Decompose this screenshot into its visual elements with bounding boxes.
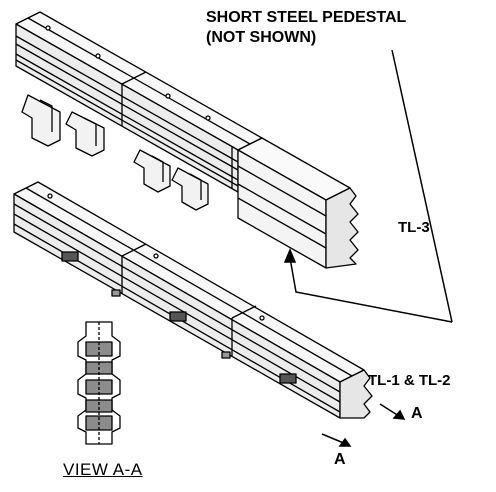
- upper-barrier-assembly: [15, 11, 359, 269]
- lower-barrier-assembly: [13, 181, 373, 419]
- pedestal: [133, 149, 171, 193]
- pedestal: [65, 111, 105, 157]
- pedestal-callout-leader: [391, 49, 453, 323]
- label-tl1-tl2: TL-1 & TL-2: [368, 372, 451, 389]
- section-label-a: A: [411, 405, 423, 422]
- tl3-end-profile: [325, 187, 359, 269]
- tl12-end-profile: [339, 369, 373, 419]
- view-title: VIEW A-A: [63, 460, 143, 479]
- section-arrow-icon: [392, 409, 406, 420]
- scupper-plate: [279, 373, 297, 384]
- label-tl3: TL-3: [398, 219, 430, 236]
- view-a-a-section: [77, 321, 121, 445]
- arrowhead-icon: [283, 248, 297, 263]
- callout-subtitle: (NOT SHOWN): [206, 29, 317, 46]
- scupper-plate: [61, 251, 79, 262]
- section-label-a: A: [334, 451, 346, 468]
- pedestal: [171, 167, 209, 211]
- section-arrow-icon: [338, 437, 352, 447]
- section-markers: [321, 403, 406, 447]
- concrete-core: [85, 399, 113, 413]
- scupper-plate: [169, 311, 187, 322]
- pedestal: [21, 94, 61, 147]
- callout-title: SHORT STEEL PEDESTAL: [206, 9, 407, 26]
- tl3-arrow-leader: [289, 257, 453, 323]
- leader-lines: [283, 49, 453, 323]
